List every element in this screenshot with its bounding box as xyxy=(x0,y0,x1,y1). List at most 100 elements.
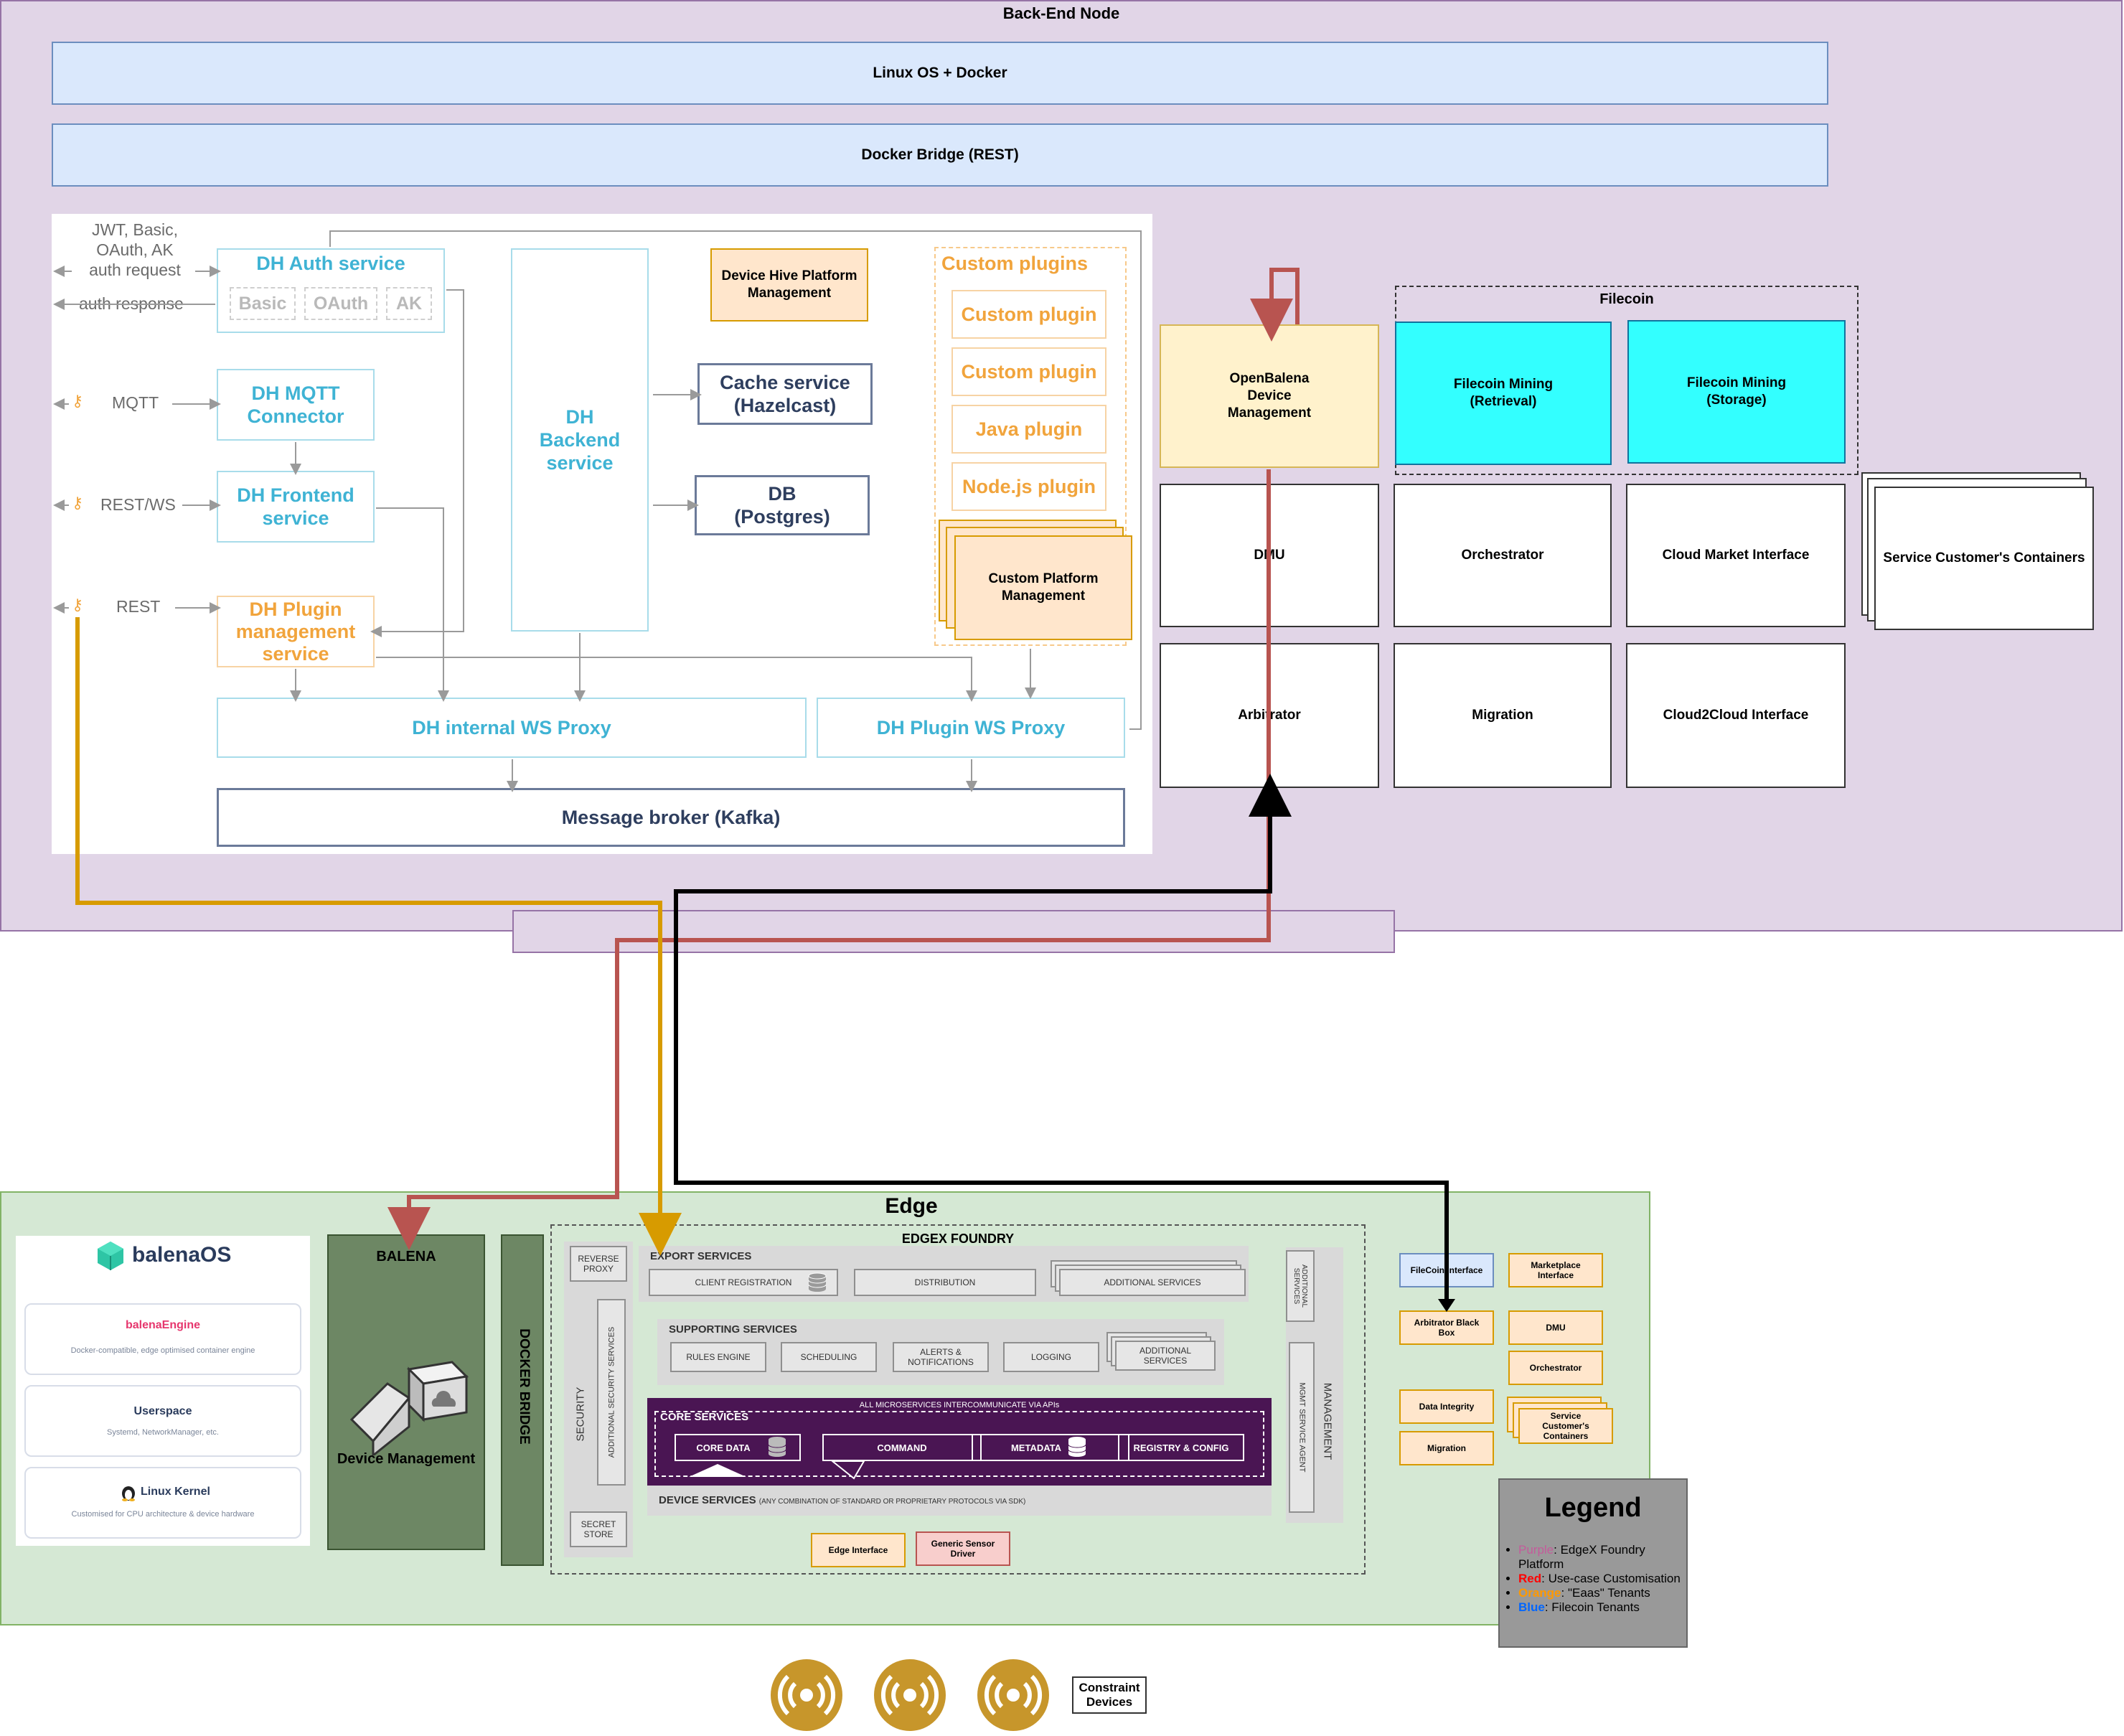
balena-engine-card: balenaEngine Docker-compatible, edge opt… xyxy=(24,1303,301,1375)
registry-config: REGISTRY & CONFIG xyxy=(1118,1434,1244,1461)
database-icon xyxy=(1066,1435,1088,1458)
legend-item-orange: Orange: "Eaas" Tenants xyxy=(1518,1586,1681,1600)
balenaos-brand: balenaOS xyxy=(132,1243,232,1267)
legend-key-red: Red xyxy=(1518,1572,1542,1585)
rules-engine: RULES ENGINE xyxy=(670,1342,766,1372)
db-postgres: DB (Postgres) xyxy=(695,475,870,535)
legend-text-red: : Use-case Customisation xyxy=(1541,1572,1681,1585)
legend-key-orange: Orange xyxy=(1518,1586,1561,1600)
backend-node-title: Back-End Node xyxy=(1002,4,1120,22)
legend-title: Legend xyxy=(1544,1493,1642,1523)
command-callout xyxy=(830,1460,865,1480)
additional-services-2: ADDITIONAL SERVICES xyxy=(1115,1341,1216,1371)
dh-plugin-management-service: DH Plugin management service xyxy=(217,596,375,667)
alerts-notifications: ALERTS & NOTIFICATIONS xyxy=(893,1342,989,1372)
legend-key-blue: Blue xyxy=(1518,1600,1545,1614)
cloud-market-interface-box: Cloud Market Interface xyxy=(1626,484,1846,627)
command: COMMAND xyxy=(822,1434,982,1461)
legend-item-purple: Purple: EdgeX Foundry Platform xyxy=(1518,1543,1681,1572)
legend-text-blue: : Filecoin Tenants xyxy=(1544,1600,1640,1614)
antenna-icon xyxy=(976,1658,1051,1732)
core-services-inner xyxy=(654,1411,1264,1477)
device-services-subtitle: (ANY COMBINATION OF STANDARD OR PROPRIET… xyxy=(758,1498,1026,1506)
marketplace-interface: Marketplace Interface xyxy=(1508,1253,1603,1287)
additional-services-vertical: ADDITIONAL SERVICES xyxy=(1286,1250,1315,1322)
distribution: DISTRIBUTION xyxy=(854,1269,1036,1296)
legend-text-purple: : EdgeX Foundry Platform xyxy=(1518,1543,1645,1571)
black-connector xyxy=(674,774,1449,1305)
legend-item-red: Red: Use-case Customisation xyxy=(1518,1572,1681,1586)
database-icon xyxy=(807,1272,828,1293)
filecoin-title: Filecoin xyxy=(1599,291,1654,307)
dh-frontend-service: DH Frontend service xyxy=(217,471,375,543)
dh-gray-arrows xyxy=(53,230,1142,792)
legend-text-orange: : "Eaas" Tenants xyxy=(1561,1586,1650,1600)
core-data-label: CORE DATA xyxy=(696,1442,751,1453)
device-services-title: DEVICE SERVICES xyxy=(659,1494,756,1506)
balena-cube-icon xyxy=(96,1240,125,1272)
openbalena-device-management: OpenBalena Device Management xyxy=(1160,324,1379,468)
device-services-label: DEVICE SERVICES (ANY COMBINATION OF STAN… xyxy=(659,1494,1025,1506)
rest-ws-label: REST/WS xyxy=(100,495,176,514)
linux-kernel-card: Linux Kernel Customised for CPU architec… xyxy=(24,1467,301,1539)
cloud2cloud-interface-box: Cloud2Cloud Interface xyxy=(1626,643,1846,788)
metadata: METADATA xyxy=(972,1434,1129,1461)
core-data: CORE DATA xyxy=(675,1434,801,1461)
balena-title: BALENA xyxy=(376,1249,436,1265)
dh-mqtt-connector: DH MQTT Connector xyxy=(217,369,375,441)
gold-connector xyxy=(75,617,682,1256)
dh-plugin-ws-proxy: DH Plugin WS Proxy xyxy=(817,698,1125,758)
custom-plugins-group: Custom plugins xyxy=(934,247,1127,646)
legend-panel: Legend Purple: EdgeX Foundry Platform Re… xyxy=(1498,1478,1688,1648)
device-services-panel: DEVICE SERVICES (ANY COMBINATION OF STAN… xyxy=(647,1486,1272,1516)
userspace-subtitle: Systemd, NetworkManager, etc. xyxy=(107,1428,219,1437)
filecoin-mining-storage: Filecoin Mining (Storage) xyxy=(1627,320,1846,464)
data-integrity: Data Integrity xyxy=(1399,1389,1494,1424)
docker-bridge-rest-bar: Docker Bridge (REST) xyxy=(52,123,1828,187)
mqtt-label: MQTT xyxy=(112,393,159,412)
cache-service: Cache service (Hazelcast) xyxy=(697,363,873,425)
service-customers-containers: Service Customer's Containers xyxy=(1874,487,2094,630)
auth-basic-box: Basic xyxy=(230,287,296,320)
filecoin-mining-retrieval: Filecoin Mining (Retrieval) xyxy=(1395,322,1612,465)
additional-security-services: ADDITIONAL SECURITY SERVICES xyxy=(597,1299,626,1486)
custom-plugin-1: Custom plugin xyxy=(951,290,1106,339)
core-callout xyxy=(689,1464,746,1477)
linux-kernel-subtitle: Customised for CPU architecture & device… xyxy=(71,1510,255,1519)
black-arrowhead-down xyxy=(1438,1299,1455,1312)
reverse-proxy: REVERSE PROXY xyxy=(570,1246,627,1282)
auth-oauth-box: OAuth xyxy=(304,287,377,320)
balena-panel: BALENA Device Management xyxy=(327,1234,485,1550)
secret-store: SECRET STORE xyxy=(570,1511,627,1547)
client-registration: CLIENT REGISTRATION xyxy=(649,1269,838,1296)
edge-title: Edge xyxy=(885,1194,938,1218)
database-icon xyxy=(766,1435,788,1458)
edge-migration: Migration xyxy=(1399,1431,1494,1465)
constraint-devices-label: Constraint Devices xyxy=(1072,1676,1147,1714)
red-connector xyxy=(387,469,1271,1250)
java-plugin: Java plugin xyxy=(951,405,1106,454)
userspace-card: Userspace Systemd, NetworkManager, etc. xyxy=(24,1385,301,1457)
metadata-label: METADATA xyxy=(1010,1442,1062,1453)
edgex-foundry-title: EDGEX FOUNDRY xyxy=(901,1231,1015,1246)
arbitrator-black-box: Arbitrator Black Box xyxy=(1399,1310,1494,1345)
device-icon xyxy=(344,1341,474,1458)
rest-label: REST xyxy=(116,597,161,616)
custom-plugins-title: Custom plugins xyxy=(941,253,1088,274)
all-microservices-label: ALL MICROSERVICES INTERCOMMUNICATE VIA A… xyxy=(859,1401,1060,1409)
custom-platform-management: Custom Platform Management xyxy=(954,535,1132,640)
additional-services: ADDITIONAL SERVICES xyxy=(1059,1269,1246,1296)
nodejs-plugin: Node.js plugin xyxy=(951,462,1106,511)
userspace-title: Userspace xyxy=(133,1405,192,1417)
key-icon: ⚷ xyxy=(72,494,84,512)
device-hive-platform-management: Device Hive Platform Management xyxy=(710,248,868,322)
linux-kernel-title: Linux Kernel xyxy=(141,1486,210,1498)
migration-box: Migration xyxy=(1394,643,1612,788)
generic-sensor-driver: Generic Sensor Driver xyxy=(916,1531,1010,1566)
linux-os-docker-bar: Linux OS + Docker xyxy=(52,42,1828,105)
docker-bridge-panel: DOCKER BRIDGE xyxy=(501,1234,544,1566)
edge-service-containers: Service Customer's Containers xyxy=(1518,1408,1613,1444)
orchestrator-box: Orchestrator xyxy=(1394,484,1612,627)
supporting-services-title: SUPPORTING SERVICES xyxy=(669,1323,797,1336)
